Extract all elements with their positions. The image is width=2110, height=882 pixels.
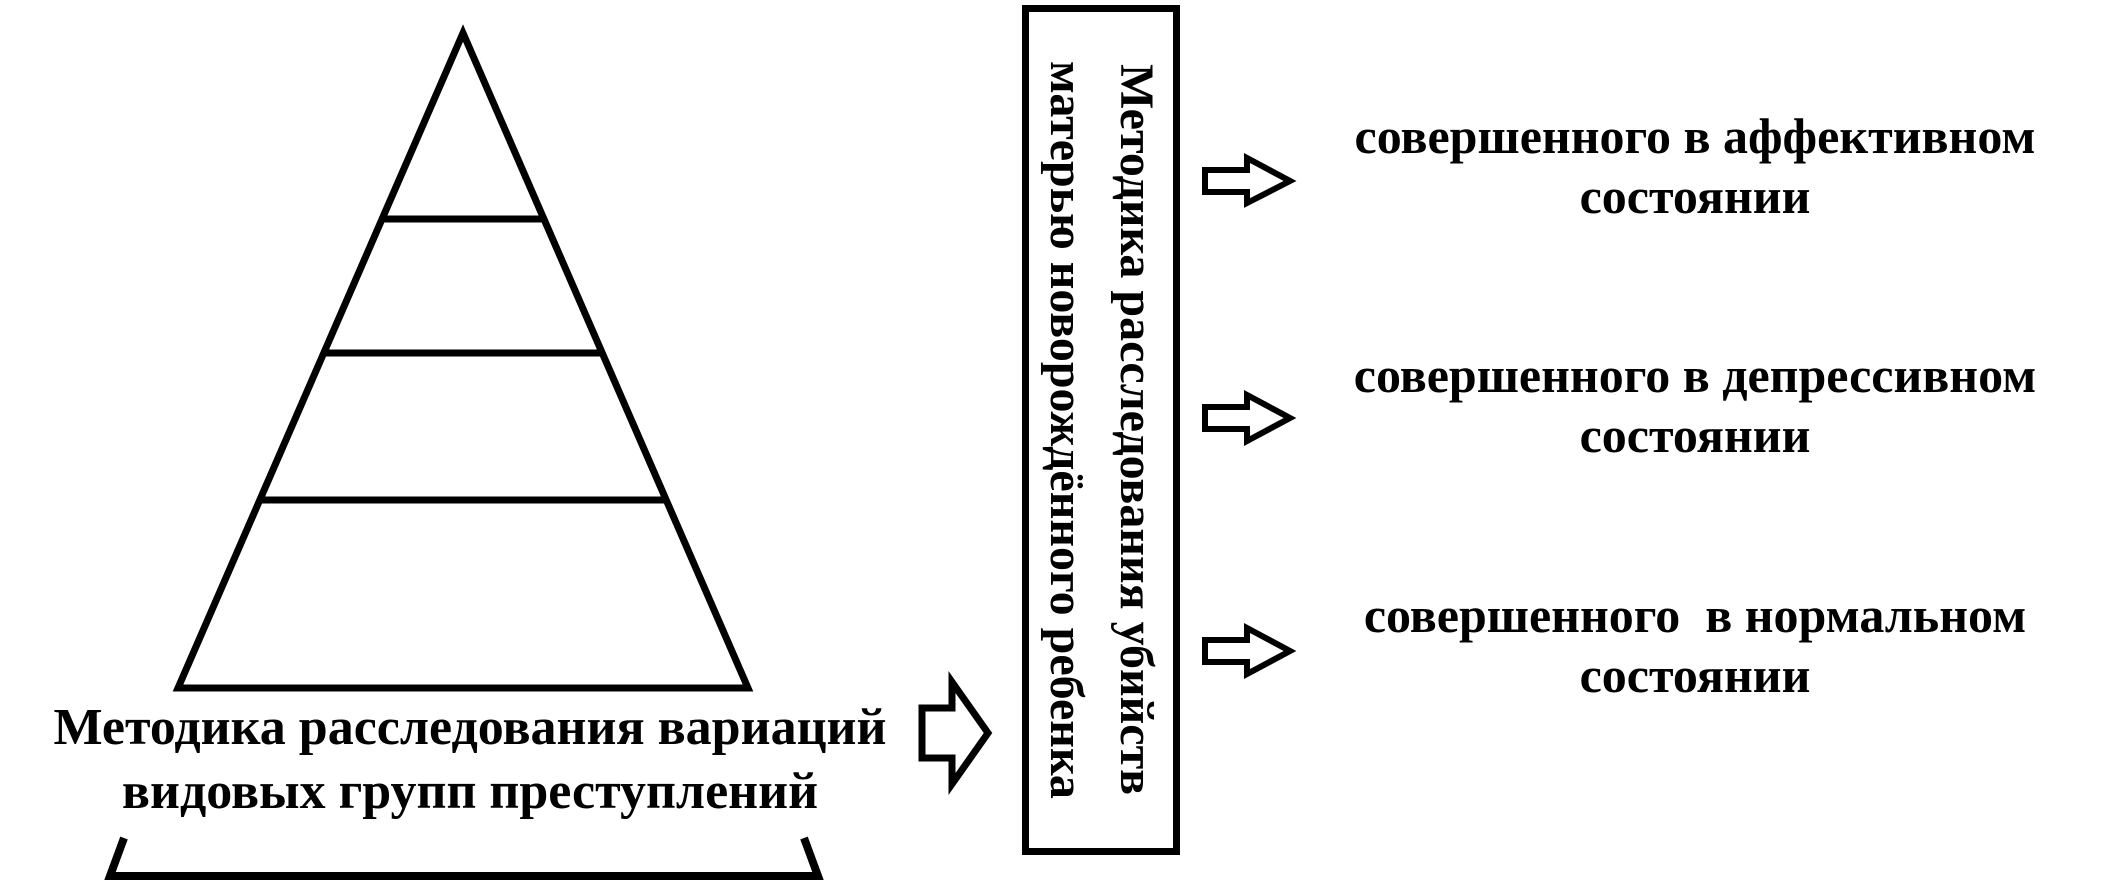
outcome-1-line-2: состоянии: [1579, 168, 1811, 224]
pyramid-caption-line-2: видовых групп преступлений: [121, 763, 819, 820]
method-box-line-1: Методика расследования убийств: [1110, 64, 1163, 796]
caption-underbracket: [104, 836, 824, 880]
pyramid-caption-line-1: Методика расследования вариаций: [53, 699, 887, 756]
outcome-2-line-1: совершенного в депрессивном: [1353, 347, 2037, 403]
outcome-3-line-1: совершенного в нормальном: [1363, 587, 2027, 643]
method-box-text: Методика расследования убийств матерью н…: [1031, 12, 1171, 848]
method-box-line-2: матерью новорождённого ребенка: [1040, 61, 1093, 799]
outcome-1-line-1: совершенного в аффективном: [1354, 108, 2036, 164]
outcome-label-affective: совершенного в аффективном состоянии: [1300, 106, 2090, 226]
method-box: Методика расследования убийств матерью н…: [1022, 5, 1180, 855]
pyramid: [172, 24, 754, 692]
outcome-arrow-right-icon-1: [1202, 152, 1297, 208]
outcome-arrow-right-icon-2: [1202, 389, 1297, 447]
outcome-label-depressive: совершенного в депрессивном состоянии: [1300, 345, 2090, 465]
outcome-arrow-right-icon-3: [1202, 622, 1297, 680]
outcome-label-normal: совершенного в нормальном состоянии: [1300, 585, 2090, 705]
pyramid-caption: Методика расследования вариаций видовых …: [40, 696, 900, 824]
pyramid-outline: [172, 24, 754, 692]
outcome-2-line-2: состоянии: [1579, 407, 1811, 463]
outcome-3-line-2: состоянии: [1579, 647, 1811, 703]
main-flow-arrow-right-icon: [918, 670, 993, 796]
